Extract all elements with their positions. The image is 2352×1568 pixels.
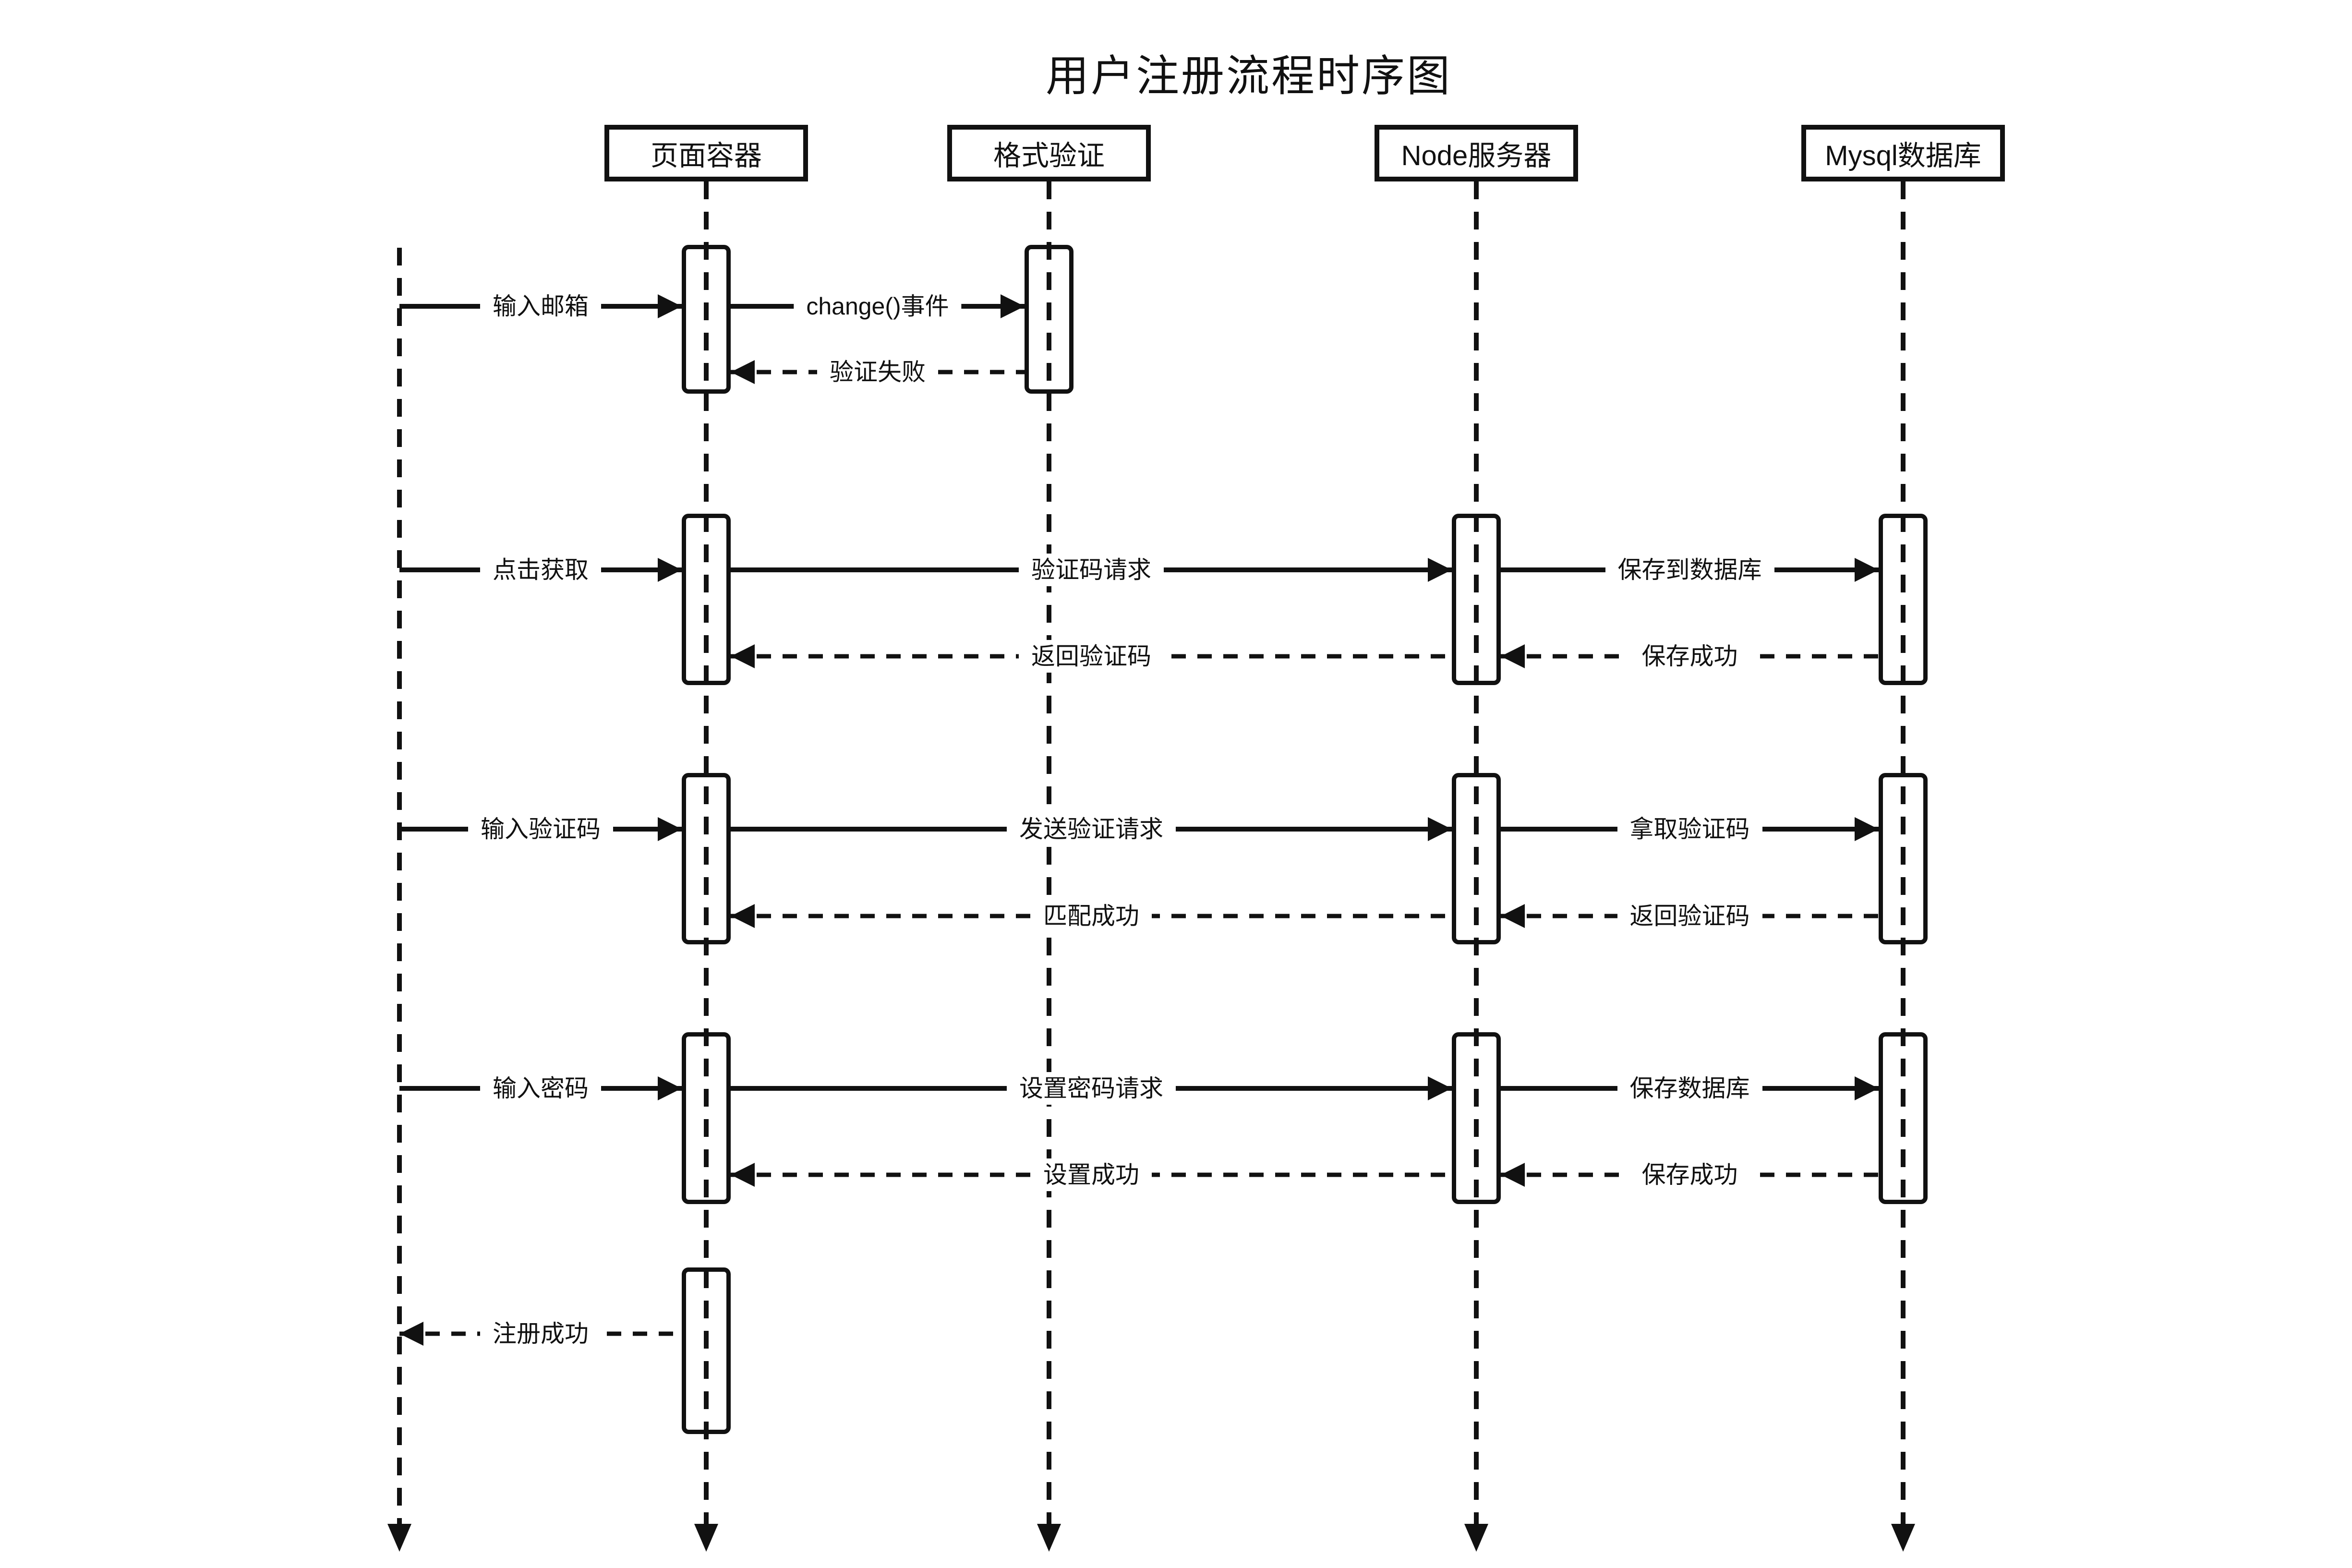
- activation-bar: [1452, 773, 1501, 944]
- message-label: 设置密码请求: [1007, 1072, 1176, 1105]
- message-label: 发送验证请求: [1007, 813, 1176, 845]
- message-label: 验证失败: [817, 356, 938, 388]
- arrowhead-icon: [731, 360, 755, 384]
- arrowhead-icon: [1855, 817, 1879, 841]
- arrowhead-icon: [1855, 1076, 1879, 1100]
- participant-box-page-container: 页面容器: [604, 125, 808, 181]
- message-label: change()事件: [794, 290, 962, 323]
- message-label: 验证码请求: [1019, 554, 1164, 586]
- participant-label: 页面容器: [650, 140, 762, 171]
- participant-box-mysql-database: Mysql数据库: [1801, 125, 2005, 181]
- arrowhead-icon: [1001, 294, 1025, 318]
- lifeline-user: [397, 248, 402, 1527]
- message-label: 注册成功: [480, 1317, 601, 1350]
- activation-bar: [1879, 1032, 1928, 1204]
- activation-bar: [1452, 514, 1501, 685]
- message-label: 匹配成功: [1031, 900, 1152, 932]
- participant-label: Node服务器: [1401, 140, 1552, 171]
- diagram-title: 用户注册流程时序图: [1046, 52, 1452, 100]
- activation-bar: [1879, 773, 1928, 944]
- message-label: 设置成功: [1031, 1158, 1152, 1191]
- message-label: 点击获取: [480, 554, 601, 586]
- lifeline-end-arrow-icon: [1464, 1524, 1488, 1552]
- lifeline-node-server: [1474, 181, 1479, 1527]
- arrowhead-icon: [1501, 1163, 1525, 1187]
- activation-bar: [682, 1032, 731, 1204]
- participant-box-format-validator: 格式验证: [947, 125, 1151, 181]
- arrowhead-icon: [731, 904, 755, 928]
- arrowhead-icon: [1501, 904, 1525, 928]
- arrowhead-icon: [658, 1076, 682, 1100]
- lifeline-format-validator: [1047, 181, 1051, 1527]
- message-label: 返回验证码: [1019, 640, 1164, 673]
- activation-bar: [682, 773, 731, 944]
- participant-box-node-server: Node服务器: [1375, 125, 1578, 181]
- activation-bar: [1452, 1032, 1501, 1204]
- activation-bar: [682, 1267, 731, 1434]
- lifeline-mysql-database: [1901, 181, 1906, 1527]
- lifeline-end-arrow-icon: [1037, 1524, 1061, 1552]
- arrowhead-icon: [399, 1322, 423, 1346]
- arrowhead-icon: [658, 817, 682, 841]
- arrowhead-icon: [1428, 558, 1452, 582]
- message-label: 保存成功: [1629, 640, 1750, 673]
- activation-bar: [682, 514, 731, 685]
- arrowhead-icon: [731, 644, 755, 668]
- arrowhead-icon: [1428, 1076, 1452, 1100]
- message-label: 输入密码: [480, 1072, 601, 1105]
- activation-bar: [1879, 514, 1928, 685]
- lifeline-end-arrow-icon: [694, 1524, 718, 1552]
- participant-label: 格式验证: [993, 140, 1105, 171]
- arrowhead-icon: [1855, 558, 1879, 582]
- message-label: 保存到数据库: [1605, 554, 1774, 586]
- message-label: 保存数据库: [1617, 1072, 1762, 1105]
- message-label: 保存成功: [1629, 1158, 1750, 1191]
- participant-label: Mysql数据库: [1825, 140, 1981, 171]
- message-label: 返回验证码: [1617, 900, 1762, 932]
- activation-bar: [1025, 245, 1073, 394]
- message-label: 拿取验证码: [1617, 813, 1762, 845]
- lifeline-page-container: [704, 181, 709, 1527]
- activation-bar: [682, 245, 731, 394]
- arrowhead-icon: [658, 294, 682, 318]
- arrowhead-icon: [658, 558, 682, 582]
- lifeline-end-arrow-icon: [387, 1524, 411, 1552]
- message-label: 输入邮箱: [480, 290, 601, 323]
- arrowhead-icon: [1501, 644, 1525, 668]
- arrowhead-icon: [731, 1163, 755, 1187]
- arrowhead-icon: [1428, 817, 1452, 841]
- lifeline-end-arrow-icon: [1891, 1524, 1915, 1552]
- message-label: 输入验证码: [468, 813, 613, 845]
